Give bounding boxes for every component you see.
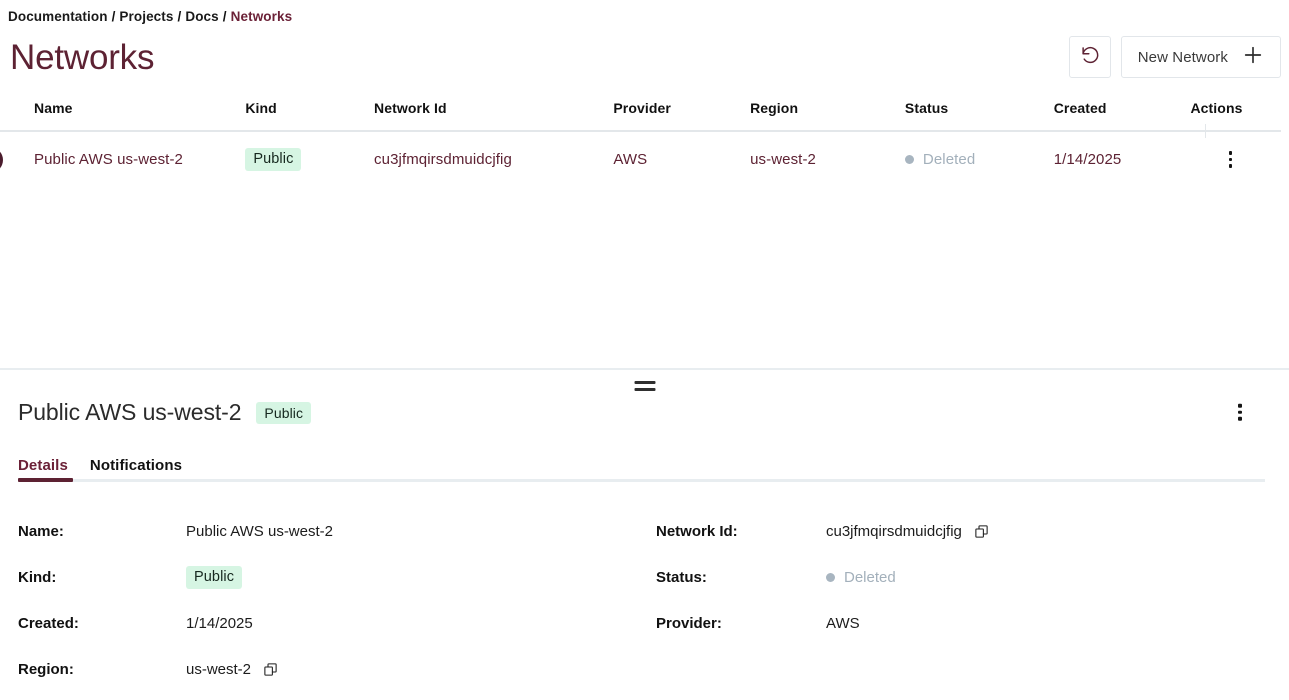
field-value-region: us-west-2 <box>186 646 656 692</box>
field-value-created: 1/14/2025 <box>186 614 253 632</box>
field-label-region: Region: <box>18 660 74 678</box>
status-badge: Deleted <box>904 151 1054 168</box>
field-value-region-text: us-west-2 <box>186 660 252 678</box>
plus-icon <box>1242 44 1264 71</box>
cell-actions <box>1190 132 1281 187</box>
field-value-provider: AWS <box>826 614 860 632</box>
breadcrumb-item-projects[interactable]: Projects <box>119 8 174 24</box>
detail-kind-badge: Public <box>256 402 312 424</box>
column-header-kind[interactable]: Kind <box>245 100 277 116</box>
table-header-row: Name Kind Network Id Provider Region Sta… <box>0 88 1281 130</box>
column-header-status[interactable]: Status <box>904 100 949 116</box>
new-network-button[interactable]: New Network <box>1120 36 1281 78</box>
field-value-kind: Public <box>186 554 656 600</box>
field-kind-badge: Public <box>186 565 243 589</box>
column-header-actions: Actions <box>1190 100 1243 116</box>
field-value-network-id-text: cu3jfmqirsdmuidcjfig <box>826 522 962 540</box>
row-selection-marker <box>0 146 3 173</box>
table-header: Name Kind Network Id Provider Region Sta… <box>0 88 1281 130</box>
detail-tabs: Details Notifications <box>18 452 1277 482</box>
field-label-name: Name: <box>18 522 64 540</box>
field-label-empty <box>656 646 826 692</box>
column-header-network-id[interactable]: Network Id <box>374 100 447 116</box>
column-header-name[interactable]: Name <box>34 100 73 116</box>
cell-provider: AWS <box>613 151 648 168</box>
detail-status-badge: Deleted <box>826 569 896 586</box>
cell-kind: Public <box>245 132 374 187</box>
column-header-created[interactable]: Created <box>1053 100 1107 116</box>
detail-more-vertical-icon[interactable] <box>1228 403 1252 421</box>
networks-table: Name Kind Network Id Provider Region Sta… <box>0 88 1281 130</box>
more-vertical-icon[interactable] <box>1218 151 1242 168</box>
breadcrumb-separator: / <box>177 8 182 24</box>
refresh-button[interactable] <box>1068 36 1111 78</box>
detail-panel: Public AWS us-west-2 Public Details Noti… <box>0 390 1289 700</box>
row-actions <box>1190 151 1281 168</box>
breadcrumb-separator: / <box>111 8 116 24</box>
page-title: Networks <box>10 37 155 77</box>
tab-active-indicator <box>18 478 73 482</box>
field-value-status: Deleted <box>826 554 1277 600</box>
table-header-divider <box>0 124 1281 138</box>
status-text: Deleted <box>922 151 976 168</box>
field-value-network-id: cu3jfmqirsdmuidcjfig <box>826 508 1277 554</box>
actions-column-separator <box>1205 124 1206 138</box>
cell-created: 1/14/2025 <box>1053 151 1122 168</box>
header-actions: New Network <box>1068 36 1281 78</box>
field-label-status: Status: <box>656 568 707 586</box>
column-header-region[interactable]: Region <box>750 100 799 116</box>
drag-handle-icon[interactable] <box>634 381 655 391</box>
table-row[interactable]: Public AWS us-west-2 Public cu3jfmqirsdm… <box>0 132 1281 187</box>
detail-header: Public AWS us-west-2 Public <box>18 390 1277 434</box>
detail-status-text: Deleted <box>844 568 896 586</box>
field-label-provider: Provider: <box>656 614 722 632</box>
tab-notifications[interactable]: Notifications <box>89 457 183 474</box>
breadcrumb-item-documentation[interactable]: Documentation <box>8 8 108 24</box>
column-header-provider[interactable]: Provider <box>613 100 671 116</box>
status-dot-icon <box>826 572 835 582</box>
networks-table-wrap: Name Kind Network Id Provider Region Sta… <box>0 88 1289 187</box>
panel-splitter[interactable] <box>0 368 1289 400</box>
breadcrumb: Documentation / Projects / Docs / Networ… <box>0 0 1289 26</box>
field-value-name: Public AWS us-west-2 <box>186 522 333 540</box>
cell-name-text: Public AWS us-west-2 <box>34 151 183 168</box>
page-header: Networks New Network <box>0 26 1289 88</box>
status-dot-icon <box>904 155 914 164</box>
copy-icon[interactable] <box>974 524 989 539</box>
breadcrumb-item-docs[interactable]: Docs <box>185 8 219 24</box>
field-value-empty <box>826 646 1277 692</box>
breadcrumb-separator: / <box>222 8 227 24</box>
cell-region: us-west-2 <box>750 151 816 168</box>
networks-table-body-wrap: Public AWS us-west-2 Public cu3jfmqirsdm… <box>0 132 1281 187</box>
detail-fields-grid: Name: Public AWS us-west-2 Network Id: c… <box>18 508 1277 692</box>
cell-network-id: cu3jfmqirsdmuidcjfig <box>374 151 512 168</box>
cell-name[interactable]: Public AWS us-west-2 <box>0 132 245 187</box>
breadcrumb-item-networks[interactable]: Networks <box>230 8 293 24</box>
field-label-network-id: Network Id: <box>656 522 738 540</box>
field-label-created: Created: <box>18 614 79 632</box>
field-label-kind: Kind: <box>18 568 57 586</box>
cell-status: Deleted <box>904 132 1054 187</box>
new-network-label: New Network <box>1137 48 1228 66</box>
kind-badge: Public <box>245 148 302 171</box>
refresh-ccw-icon <box>1079 44 1101 71</box>
detail-title: Public AWS us-west-2 <box>18 398 242 425</box>
tab-details[interactable]: Details <box>18 457 68 474</box>
tabs-underline <box>18 479 1265 482</box>
splitter-line <box>0 368 1289 370</box>
copy-icon[interactable] <box>263 662 278 677</box>
table-body: Public AWS us-west-2 Public cu3jfmqirsdm… <box>0 132 1281 187</box>
